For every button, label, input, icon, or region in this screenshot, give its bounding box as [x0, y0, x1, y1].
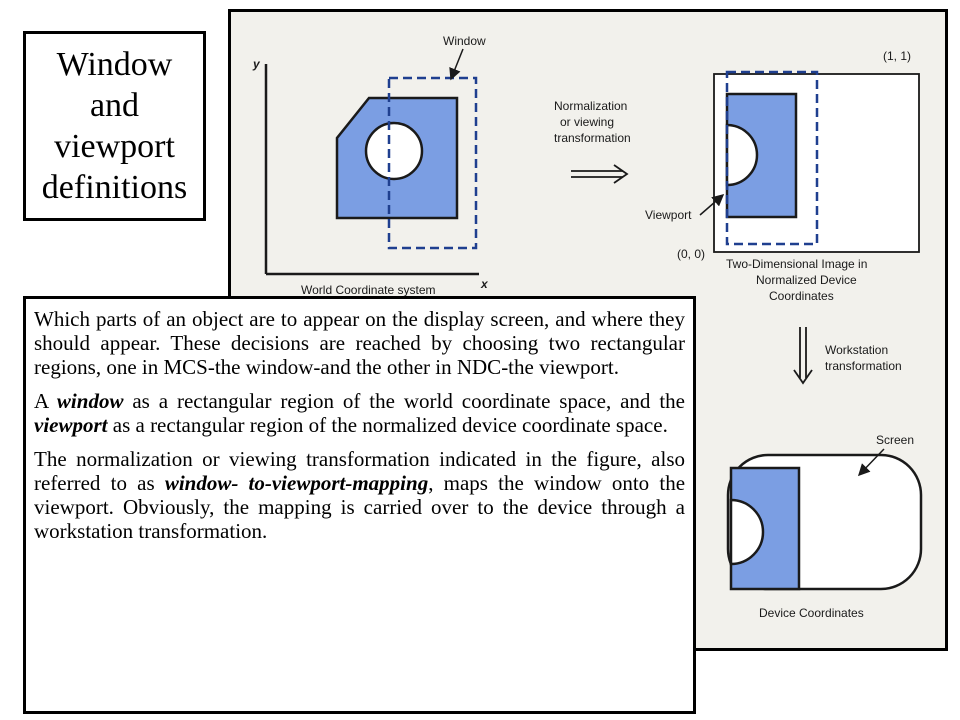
- window-keyword: window: [56, 389, 124, 413]
- ndc-image-hole: [725, 123, 759, 187]
- paragraph-3-text: The normalization or viewing transformat…: [34, 447, 685, 495]
- paragraph-3-text: , maps the window onto the viewport. Obv…: [34, 471, 686, 543]
- screen-pointer-arrow: [857, 448, 885, 477]
- title-line: viewport: [54, 128, 175, 165]
- viewport-pointer-arrow: [699, 194, 725, 216]
- explanation-text-box: Which parts of an object are to appear o…: [23, 296, 696, 714]
- window-rect: [387, 76, 478, 250]
- title-line: and: [89, 87, 140, 124]
- corner-label-bottom: (0, 0): [677, 247, 705, 261]
- double-arrow-head: [613, 164, 629, 184]
- paragraph-1: Which parts of an object are to appear o…: [34, 307, 685, 379]
- device-coordinates-label: Device Coordinates: [759, 606, 864, 620]
- title-line: definitions: [41, 169, 188, 206]
- paragraph-2-text: as a rectangular region of the world coo…: [123, 389, 685, 413]
- viewport-rect: [725, 70, 819, 246]
- screen-label: Screen: [876, 433, 914, 447]
- world-object-hole: [364, 121, 424, 181]
- paragraph-2: A window as a rectangular region of the …: [34, 389, 685, 437]
- slide-title: Window and viewport definitions: [23, 31, 206, 221]
- normalization-label-line1: Normalization: [554, 99, 627, 113]
- viewport-keyword: viewport: [34, 413, 108, 437]
- ndc-caption-line1: Two-Dimensional Image in: [726, 257, 867, 271]
- workstation-label-line1: Workstation: [825, 343, 888, 357]
- viewport-label: Viewport: [645, 208, 692, 222]
- y-axis-label: y: [252, 57, 261, 71]
- window-viewport-diagram: y x World Coordinate system Window Norma…: [252, 34, 923, 620]
- ndc-caption-line3: Coordinates: [769, 289, 834, 303]
- device-image-hole: [729, 498, 765, 566]
- ndc-caption-line2: Normalized Device: [756, 273, 857, 287]
- normalization-label-line3: transformation: [554, 131, 631, 145]
- workstation-label-line2: transformation: [825, 359, 902, 373]
- paragraph-3: The normalization or viewing transformat…: [34, 447, 685, 543]
- down-arrow-head: [793, 369, 813, 385]
- window-pointer-arrow: [449, 48, 464, 81]
- x-axis-label: x: [480, 277, 489, 291]
- world-coordinate-label: World Coordinate system: [301, 283, 436, 297]
- corner-label-top: (1, 1): [883, 49, 911, 63]
- mapping-keyword: window- to-viewport-mapping: [164, 471, 429, 495]
- paragraph-2-text: as a rectangular region of the normalize…: [107, 413, 668, 437]
- title-line: Window: [56, 46, 173, 83]
- normalization-label-line2: or viewing: [560, 115, 614, 129]
- window-label: Window: [443, 34, 486, 48]
- paragraph-2-text: A: [34, 389, 57, 413]
